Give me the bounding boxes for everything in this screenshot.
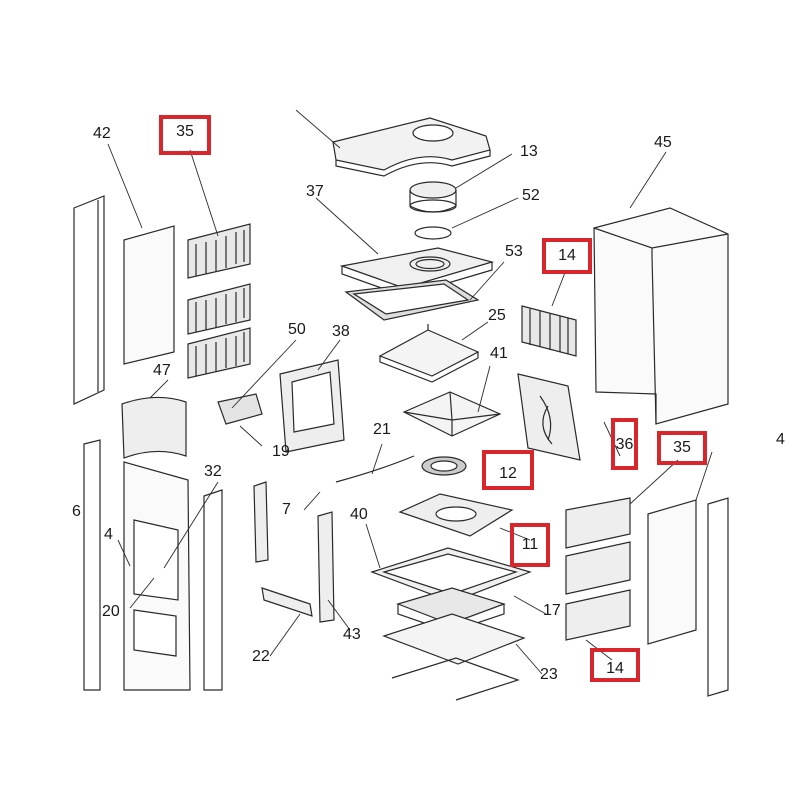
part-ash-frame-40 bbox=[370, 547, 532, 603]
part-rail-43 bbox=[317, 511, 335, 623]
part-front-assembly bbox=[83, 439, 223, 691]
label-32: 32 bbox=[204, 463, 222, 480]
highlight-box-14-top: 14 bbox=[542, 238, 592, 274]
part-rear-grille-14 bbox=[521, 305, 577, 357]
label-14-bottom: 14 bbox=[606, 660, 624, 677]
label-19: 19 bbox=[272, 443, 290, 460]
part-baffle-plate bbox=[378, 324, 480, 383]
label-50: 50 bbox=[288, 321, 306, 338]
part-right-frame bbox=[707, 497, 729, 697]
highlight-box-35-top: 35 bbox=[159, 115, 211, 155]
part-outer-casing-45 bbox=[593, 207, 729, 425]
label-38: 38 bbox=[332, 323, 350, 340]
part-gasket-frame bbox=[344, 279, 480, 321]
label-4-right: 4 bbox=[776, 431, 785, 448]
leader-lines bbox=[107, 109, 713, 675]
label-35-top: 35 bbox=[176, 123, 194, 140]
part-base-plate-23 bbox=[382, 613, 526, 665]
part-bracket-50 bbox=[217, 393, 263, 425]
part-decor-panel-36 bbox=[517, 373, 581, 461]
label-25: 25 bbox=[488, 307, 506, 324]
part-left-frame bbox=[73, 195, 105, 405]
label-42: 42 bbox=[93, 125, 111, 142]
part-top-cover bbox=[332, 117, 491, 177]
highlight-box-36: 36 bbox=[611, 418, 638, 470]
label-6: 6 bbox=[72, 503, 81, 520]
label-41: 41 bbox=[490, 345, 508, 362]
label-52: 52 bbox=[522, 187, 540, 204]
part-side-panel-right bbox=[647, 499, 697, 645]
label-7: 7 bbox=[282, 501, 291, 518]
part-bar-left bbox=[253, 481, 269, 563]
label-53: 53 bbox=[505, 243, 523, 260]
part-side-panel-42 bbox=[123, 225, 175, 365]
label-35-right: 35 bbox=[673, 439, 691, 456]
label-47: 47 bbox=[153, 362, 171, 379]
part-tray-stack-14 bbox=[565, 497, 631, 641]
part-deflector-22 bbox=[261, 587, 313, 617]
label-45: 45 bbox=[654, 134, 672, 151]
label-13: 13 bbox=[520, 143, 538, 160]
highlight-box-12: 12 bbox=[482, 450, 534, 490]
label-20: 20 bbox=[102, 603, 120, 620]
label-11: 11 bbox=[521, 536, 539, 553]
label-22: 22 bbox=[252, 648, 270, 665]
label-36: 36 bbox=[615, 436, 634, 453]
label-23: 23 bbox=[540, 666, 558, 683]
label-17: 17 bbox=[543, 602, 561, 619]
part-rod-21 bbox=[335, 455, 415, 483]
part-door-frame-38 bbox=[279, 359, 345, 453]
label-37: 37 bbox=[306, 183, 324, 200]
part-deflector-tray bbox=[402, 391, 502, 437]
part-flue-collar bbox=[409, 181, 457, 213]
highlight-box-14-bottom: 14 bbox=[590, 648, 640, 682]
part-side-grilles-left bbox=[187, 223, 251, 379]
part-burn-pot-12 bbox=[421, 456, 467, 476]
part-gasket-ring bbox=[414, 226, 452, 240]
label-21: 21 bbox=[373, 421, 391, 438]
highlight-box-11: 11 bbox=[510, 523, 550, 567]
part-front-cover-47 bbox=[121, 396, 187, 459]
label-12: 12 bbox=[499, 465, 517, 482]
highlight-box-35-right: 35 bbox=[657, 431, 707, 465]
part-firebox-11 bbox=[398, 493, 514, 537]
label-40: 40 bbox=[350, 506, 368, 523]
label-43: 43 bbox=[343, 626, 361, 643]
label-4: 4 bbox=[104, 526, 113, 543]
label-14-top: 14 bbox=[558, 247, 576, 264]
